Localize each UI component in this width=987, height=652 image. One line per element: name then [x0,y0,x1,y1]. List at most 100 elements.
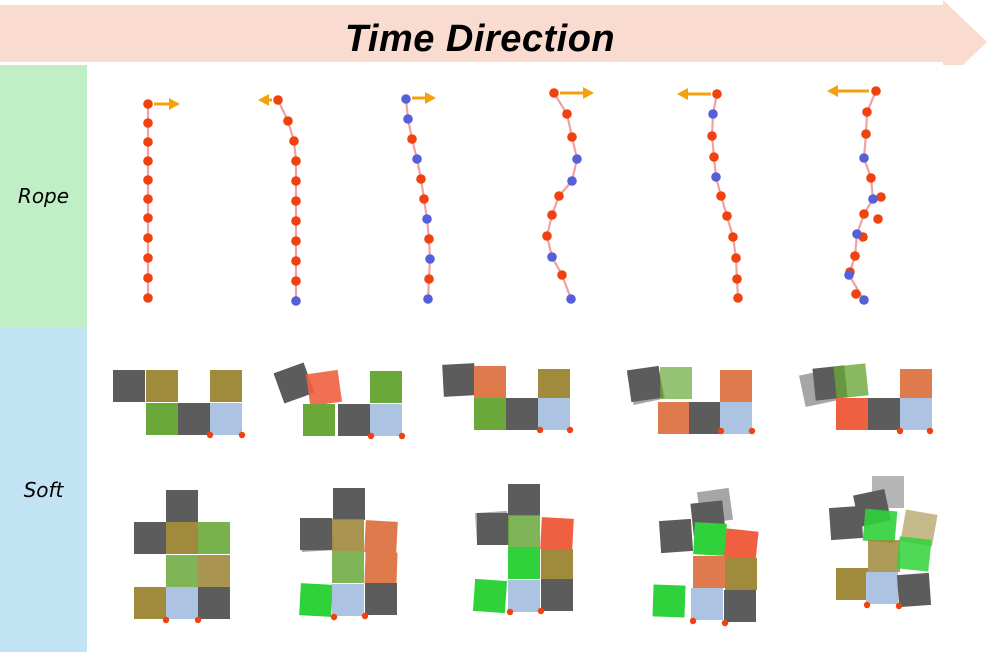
rope-particle-red [416,174,426,184]
rope-particle-red [866,173,876,183]
rope-particle-red [733,293,743,303]
rope-particle-blue [401,94,411,104]
soft-cell-gray [658,518,694,554]
rope-particle-red [728,232,738,242]
fixed-particle [238,431,246,439]
soft-cell-olive [198,555,230,587]
rope-particle-red [712,89,722,99]
rope-particle-blue [868,194,878,204]
soft-cell-green [833,363,869,399]
rope-particle-red [291,236,301,246]
rope-particle-red [143,253,153,263]
soft-cell-red [305,369,343,407]
soft-cell-gray [178,403,210,435]
rope-particle-red [567,132,577,142]
fixed-particle [717,427,725,435]
rope-particle-blue [859,295,869,305]
soft-cell-green [332,551,364,583]
rope-particle-blue [423,294,433,304]
rope-particle-blue [711,172,721,182]
rope-particle-blue [567,176,577,186]
soft-cell-red [723,528,759,564]
soft-cell-bright-green [862,508,898,544]
rope-particle-blue [852,229,862,239]
soft-cell-gray [477,513,509,545]
rope-particle-red [291,176,301,186]
fixed-particle [689,617,697,625]
soft-cell-gray [442,363,476,397]
fixed-particle [398,432,406,440]
soft-cell-olive [146,370,178,402]
rope-particle-blue [291,296,301,306]
rope-particle-red [143,156,153,166]
rope-particle-red [291,276,301,286]
soft-cell-olive [836,568,868,600]
rope-particle-red [859,209,869,219]
rope-particle-red [143,118,153,128]
rope-particle-blue [412,154,422,164]
soft-cell-olive [134,587,166,619]
fixed-particle [721,619,729,627]
rope-particle-blue [708,109,718,119]
rope-particle-red [709,152,719,162]
push-arrow-head [677,88,688,100]
soft-cell-green [146,403,178,435]
fixed-particle [748,427,756,435]
rope-target-particle [873,214,883,224]
soft-cell-olive [725,558,757,590]
fixed-particle [895,602,903,610]
push-arrow-head [425,92,436,104]
rope-particle-red [424,234,434,244]
soft-u-frame-2 [273,362,406,440]
rope-particle-blue [572,154,582,164]
soft-cell-olive [900,509,938,547]
push-arrow-head [583,87,594,99]
soft-cell-gray [626,365,664,403]
rope-particle-red [424,274,434,284]
soft-cell-orange [693,556,725,588]
soft-cell-bright-green [508,547,540,579]
soft-cell-gray [896,572,932,608]
soft-cell-lightblue [691,588,723,620]
soft-row-label: Soft [0,327,87,652]
fixed-particle [537,607,545,615]
rope-frame-3 [401,92,436,304]
soft-cell-green [166,555,198,587]
soft-cell-green [508,515,540,547]
fixed-particle [162,616,170,624]
rope-particle-blue [403,114,413,124]
soft-cell-green [370,371,402,403]
rope-particle-red [283,116,293,126]
push-arrow-head [258,94,269,106]
rope-label-text: Rope [17,184,70,208]
rope-particle-red [273,95,283,105]
soft-cell-olive [210,370,242,402]
soft-cell-lightblue [720,402,752,434]
soft-cell-olive [538,369,570,401]
soft-cell-lightblue [508,580,540,612]
time-direction-title: Time Direction [344,18,616,60]
soft-cell-olive [868,540,900,572]
soft-cell-gray [134,522,166,554]
rope-particle-blue [547,252,557,262]
rope-particle-red [289,136,299,146]
fixed-particle [330,613,338,621]
rope-particle-red [861,129,871,139]
rope-particle-red [291,256,301,266]
soft-u-frame-5 [799,363,934,435]
soft-cell-bright-green [299,583,333,617]
soft-cell-lightblue [332,584,364,616]
rope-particle-blue [566,294,576,304]
rope-particle-blue [859,153,869,163]
rope-particle-blue [422,214,432,224]
rope-particle-blue [425,254,435,264]
rope-frame-6 [827,85,886,305]
soft-tower-frame-2 [299,488,398,621]
soft-cell-olive [541,549,573,581]
rope-particle-red [143,137,153,147]
soft-cell-gray [506,398,538,430]
time-direction-arrow [0,0,987,65]
rope-particle-red [716,191,726,201]
fixed-particle [536,426,544,434]
soft-u-frame-4 [626,365,756,435]
